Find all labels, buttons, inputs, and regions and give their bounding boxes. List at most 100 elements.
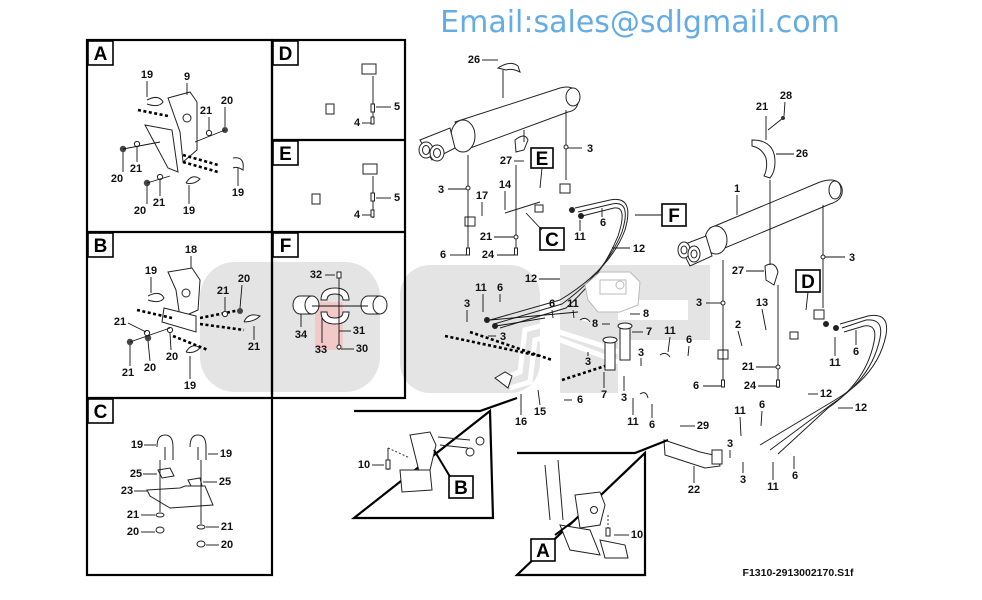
- svg-text:A: A: [536, 541, 550, 562]
- callout-label: 10: [358, 459, 370, 471]
- callout-label: 3: [585, 356, 591, 368]
- callout-label: 21: [153, 197, 165, 209]
- callout-label: 3: [500, 331, 506, 343]
- inset-letter-a: A: [87, 40, 114, 66]
- callout-label: 7: [601, 389, 607, 401]
- callout-label: 12: [525, 273, 537, 285]
- svg-text:E: E: [536, 149, 549, 170]
- callout-label: 1: [734, 183, 740, 195]
- inset-a-callouts: 19 9 21 20 20 21 20 21 19 19: [111, 69, 244, 217]
- ref-box-c: C: [525, 212, 565, 251]
- svg-text:C: C: [94, 402, 108, 423]
- callout-label: 5: [394, 192, 400, 204]
- callout-label: 9: [184, 71, 190, 83]
- inset-frames: [85, 38, 407, 577]
- callout-label: 24: [744, 380, 757, 392]
- callout-label: 11: [664, 325, 676, 337]
- callout-label: 20: [111, 173, 123, 185]
- ref-box-d: D: [795, 269, 821, 311]
- callout-label: 3: [438, 184, 444, 196]
- callout-label: 17: [476, 190, 488, 202]
- callout-label: 13: [756, 297, 768, 309]
- callout-label: 34: [295, 329, 308, 341]
- callout-label: 26: [468, 54, 480, 66]
- callout-label: 22: [688, 484, 700, 496]
- callout-label: 19: [232, 187, 244, 199]
- callout-label: 10: [631, 529, 643, 541]
- inset-letter-f: F: [272, 232, 299, 258]
- callout-label: 6: [577, 394, 583, 406]
- callout-label: 12: [633, 243, 645, 255]
- callout-label: 11: [627, 416, 639, 428]
- callout-label: 11: [567, 298, 579, 310]
- callout-label: 16: [515, 416, 527, 428]
- callout-label: 21: [217, 285, 229, 297]
- callout-label: 6: [759, 399, 765, 411]
- assembly-dashed-leaders: [444, 311, 606, 382]
- hose-callouts: 12 12 12 12: [525, 243, 867, 414]
- callout-label: 6: [686, 334, 692, 346]
- inset-c-callouts: 19 19 25 25 23 21 21 20 20: [121, 439, 233, 551]
- callout-label: 11: [829, 357, 841, 369]
- callout-label: 14: [499, 179, 512, 191]
- drawing-code: F1310-2913002170.S1f: [743, 567, 854, 579]
- inset-letter-e: E: [272, 140, 299, 166]
- ref-box-b: B: [448, 475, 474, 499]
- inset-e-callouts: 5 4: [354, 192, 400, 221]
- svg-text:B: B: [94, 236, 108, 257]
- callout-label: 6: [853, 346, 859, 358]
- callout-label: 11: [734, 405, 746, 417]
- callout-label: 21: [756, 101, 768, 113]
- callout-label: 30: [356, 343, 368, 355]
- left-lift-cylinder: [418, 62, 581, 162]
- callout-label: 8: [643, 308, 649, 320]
- callout-label: 12: [855, 402, 867, 414]
- callout-label: 21: [114, 316, 126, 328]
- svg-text:F: F: [668, 206, 680, 227]
- callout-label: 21: [480, 231, 492, 243]
- callout-label: 27: [500, 155, 512, 167]
- right-cylinder-callouts: 21 28 26 1 3 27 3 13 2 21 24 6 6 11: [693, 90, 859, 392]
- inset-d-pipe-drawing: [280, 63, 377, 125]
- inset-f-bushing-drawing: [292, 271, 388, 350]
- callout-label: 12: [820, 388, 832, 400]
- callout-label: 3: [621, 392, 627, 404]
- callout-label: 25: [130, 468, 142, 480]
- callout-label: 19: [141, 69, 153, 81]
- callout-label: 3: [849, 252, 855, 264]
- svg-text:D: D: [279, 44, 293, 65]
- svg-text:C: C: [545, 230, 559, 251]
- callout-label: 25: [219, 476, 231, 488]
- inset-d-callouts: 5 4: [354, 101, 400, 129]
- ref-box-f: F: [635, 203, 687, 227]
- inset-e-pipe-drawing: [280, 163, 378, 218]
- callout-label: 27: [732, 265, 744, 277]
- callout-label: 18: [185, 244, 197, 256]
- callout-label: 6: [649, 419, 655, 431]
- callout-label: 11: [574, 231, 586, 243]
- callout-label: 6: [792, 470, 798, 482]
- callout-label: 19: [131, 439, 143, 451]
- callout-label: 3: [638, 347, 644, 359]
- callout-label: 33: [315, 344, 327, 356]
- callout-label: 20: [238, 273, 250, 285]
- callout-label: 5: [394, 101, 400, 113]
- callout-label: 19: [183, 205, 195, 217]
- callout-label: 11: [475, 282, 487, 294]
- inset-letter-b: B: [87, 232, 114, 258]
- callout-label: 6: [497, 282, 503, 294]
- callout-label: 23: [121, 485, 133, 497]
- callout-label: 29: [697, 420, 709, 432]
- callout-label: 21: [130, 163, 142, 175]
- svg-text:D: D: [801, 272, 815, 293]
- callout-label: 20: [144, 362, 156, 374]
- detail-frame-a: [514, 438, 669, 577]
- inset-b-callouts: 18 19 21 20 21 21 20 20 21 19: [114, 244, 260, 392]
- inset-c-plate-drawing: [146, 434, 214, 548]
- callout-label: 2: [735, 319, 741, 331]
- svg-text:A: A: [94, 44, 108, 65]
- callout-label: 4: [354, 117, 361, 129]
- callout-label: 26: [796, 148, 808, 160]
- inset-letter-d: D: [272, 40, 299, 66]
- callout-label: 21: [742, 361, 754, 373]
